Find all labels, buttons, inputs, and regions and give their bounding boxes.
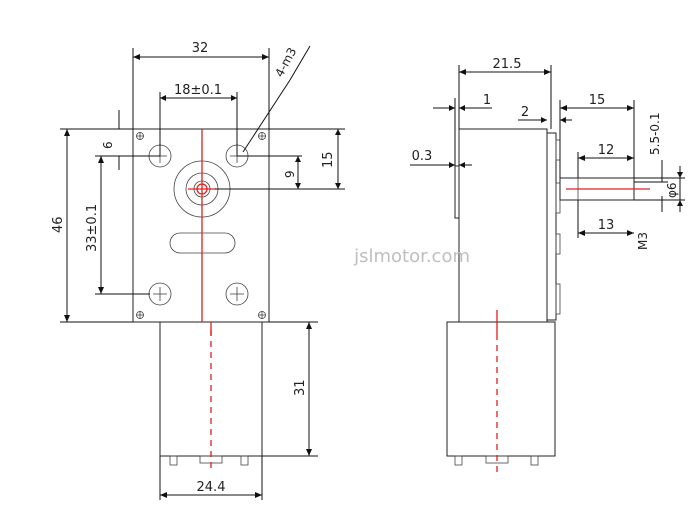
dim-shaft-length: 15 <box>589 93 606 108</box>
corner-screw-icon <box>136 132 266 319</box>
dim-vertical-hole-spacing: 33±0.1 <box>85 204 100 252</box>
front-view: 32 18±0.1 4-m3 6 15 9 46 <box>51 41 345 500</box>
dim-motor-length: 31 <box>293 379 308 396</box>
dim-step1: 1 <box>483 93 491 108</box>
gearbox-body <box>132 128 270 323</box>
dim-shaft-dia: 5.5-0.1 <box>648 113 662 156</box>
dim-height: 46 <box>51 216 66 233</box>
watermark: jslmotor.com <box>353 246 470 267</box>
slot <box>169 232 236 254</box>
dim-shaft-offset: 9 <box>283 170 297 178</box>
dim-shaft-height: 15 <box>321 151 336 168</box>
side-gearbox-body <box>458 128 548 323</box>
dim-hole-spacing: 18±0.1 <box>174 83 222 98</box>
motor-terminals <box>169 455 249 466</box>
dim-flat-length: 13 <box>598 218 615 233</box>
dim-motor-width: 24.4 <box>197 480 226 495</box>
dim-width: 32 <box>192 41 209 56</box>
side-motor-body <box>446 321 556 457</box>
dim-step2: 2 <box>521 105 529 120</box>
dim-gap: 0.3 <box>412 149 433 164</box>
thread-m3-label: M3 <box>636 232 650 250</box>
dim-depth: 21.5 <box>493 57 522 72</box>
thread-label: 4-m3 <box>272 45 299 79</box>
dim-top-offset: 6 <box>101 141 115 149</box>
side-view: 21.5 1 2 15 0.3 12 13 <box>410 57 685 475</box>
dim-flat-dia: φ6 <box>665 182 679 198</box>
dim-shaft-flat: 12 <box>598 143 615 158</box>
